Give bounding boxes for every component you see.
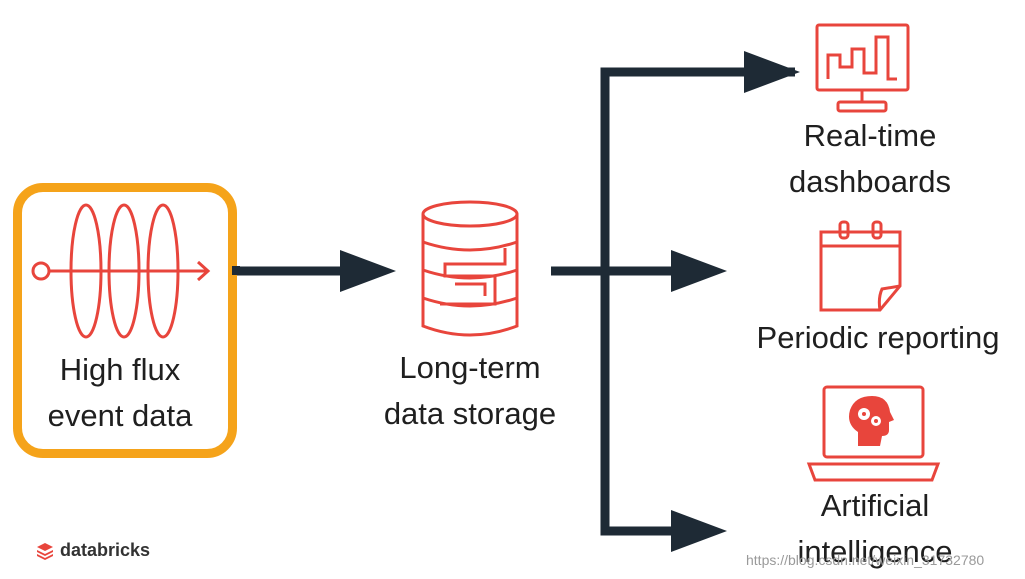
source-label: High flux event data: [20, 347, 220, 439]
reporting-label-text: Periodic reporting: [756, 320, 1000, 355]
databricks-logo-icon: [37, 542, 53, 560]
ai-label-line1: Artificial: [820, 488, 930, 523]
storage-label-line1: Long-term: [399, 350, 541, 385]
ai-label: Artificial intelligence: [775, 483, 975, 575]
arrow-source-to-storage: [232, 250, 396, 292]
reporting-label: Periodic reporting: [738, 315, 1018, 361]
brand-name: databricks: [60, 540, 151, 560]
ai-label-line2: intelligence: [797, 534, 953, 569]
source-label-line1: High flux: [59, 352, 181, 387]
source-highlight-box: [13, 183, 237, 458]
arrow-stub: [232, 266, 240, 275]
storage-label-line2: data storage: [383, 396, 557, 431]
databricks-brand: databricks: [36, 540, 150, 561]
dashboards-label-line2: dashboards: [788, 164, 951, 199]
dashboards-label: Real-time dashboards: [770, 113, 970, 205]
laptop-brain-icon: [806, 385, 941, 482]
storage-label: Long-term data storage: [370, 345, 570, 437]
database-icon: [421, 200, 519, 337]
arrow-storage-branch: [551, 51, 800, 552]
watermark-url: https://blog.csdn.net/weixin_31732780: [746, 552, 985, 568]
dashboards-label-line1: Real-time: [803, 118, 937, 153]
source-label-line2: event data: [47, 398, 193, 433]
calendar-icon: [819, 220, 902, 312]
signal-coil-icon-front: [31, 203, 211, 339]
monitor-chart-icon: [815, 23, 910, 113]
